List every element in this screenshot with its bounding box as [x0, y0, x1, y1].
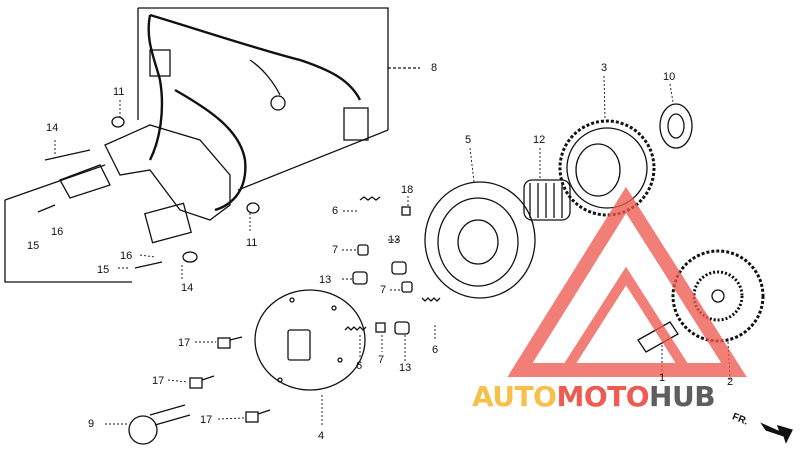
pickup-bracket	[104, 124, 231, 221]
callout-13: 13	[388, 234, 401, 246]
callout-6: 6	[332, 205, 339, 217]
callout-16: 16	[51, 226, 64, 238]
callout-7: 7	[378, 354, 385, 366]
callout-17: 17	[152, 375, 165, 387]
watermark-moto: MOTO	[556, 380, 650, 413]
callout-5: 5	[465, 134, 472, 146]
watermark-auto: AUTO	[472, 380, 557, 413]
callout-15: 15	[27, 240, 40, 252]
callout-7: 7	[332, 244, 339, 256]
callout-12: 12	[533, 134, 546, 146]
callout-1: 1	[659, 372, 666, 384]
watermark-hub: HUB	[649, 380, 716, 413]
callout-18: 18	[401, 184, 414, 196]
needle-bearing	[523, 179, 571, 221]
callout-9: 9	[88, 418, 95, 430]
callout-13: 13	[319, 274, 332, 286]
callout-17: 17	[178, 337, 191, 349]
spring-6-top	[359, 196, 381, 201]
callout-15: 15	[97, 264, 110, 276]
rotor-plate	[254, 289, 366, 391]
front-direction-arrow	[760, 422, 793, 444]
starter-driven-gear	[558, 119, 656, 217]
washer	[659, 103, 693, 149]
callout-6: 6	[432, 344, 439, 356]
callout-11: 11	[113, 86, 125, 98]
small-bolts	[189, 336, 271, 423]
sensor-plug	[270, 95, 286, 111]
callout-14: 14	[181, 282, 194, 294]
starter-clutch-outer	[424, 181, 536, 299]
callout-2: 2	[727, 376, 734, 388]
callout-3: 3	[601, 62, 608, 74]
callout-17: 17	[200, 414, 213, 426]
callout-11: 11	[246, 237, 258, 249]
wire-harness	[149, 13, 362, 101]
callout-14: 14	[46, 122, 59, 134]
pickup-coil	[144, 202, 192, 244]
callout-10: 10	[663, 71, 676, 83]
callout-6: 6	[356, 360, 363, 372]
callout-7: 7	[380, 284, 387, 296]
flange-bolt	[128, 415, 158, 445]
watermark-text: AUTOMOTOHUB	[472, 380, 716, 413]
callout-4: 4	[318, 430, 325, 442]
callout-13: 13	[399, 362, 412, 374]
watermark-logo	[507, 186, 747, 377]
harness-group-boundary	[138, 7, 389, 130]
callout-8: 8	[431, 62, 438, 74]
callout-16: 16	[120, 250, 133, 262]
connector-block	[343, 107, 369, 141]
